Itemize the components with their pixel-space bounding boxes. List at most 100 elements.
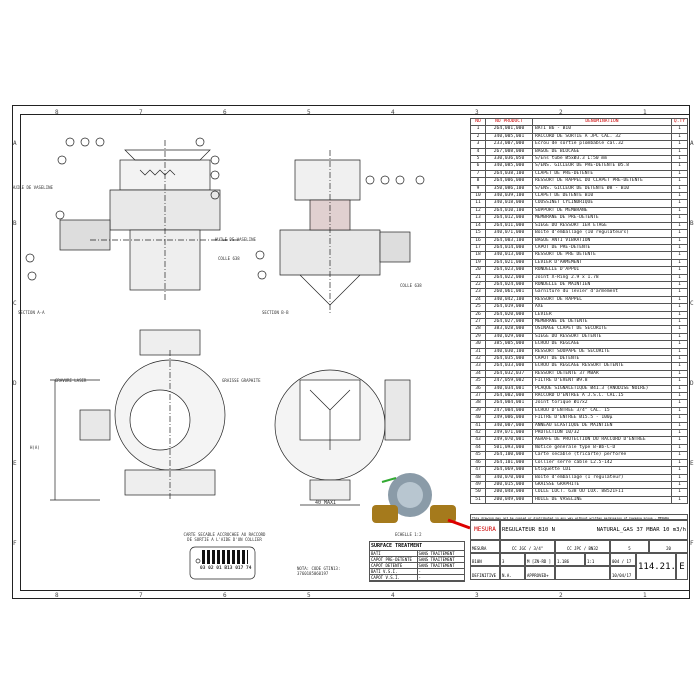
surface-treatment-title: SURFACE TREATMENT bbox=[370, 542, 464, 551]
section-b-b-view bbox=[255, 150, 425, 315]
part-number: 23 bbox=[470, 288, 486, 297]
denomination: BAGUE DE BLOCAGE bbox=[532, 147, 672, 157]
part-number: 11 bbox=[470, 199, 486, 208]
part-number: 6 bbox=[470, 162, 486, 171]
quantity: 1 bbox=[670, 399, 689, 408]
grid-column-label: 5 bbox=[307, 109, 311, 116]
part-number: 17 bbox=[470, 243, 486, 253]
quantity: 1 bbox=[670, 310, 689, 319]
part-number: 40 bbox=[470, 414, 486, 423]
part-number: 37 bbox=[470, 392, 486, 401]
part-number: 50 bbox=[470, 488, 486, 497]
part-number: 31 bbox=[470, 347, 486, 357]
quantity: 1 bbox=[670, 354, 689, 364]
part-number: 27 bbox=[470, 317, 486, 327]
product-code: 200,049,000 bbox=[485, 495, 533, 505]
card-note: CARTE SECABLE ACCROCHEE AU RACCORD DE SO… bbox=[183, 532, 266, 542]
col-product: NO PRODUCT bbox=[485, 117, 533, 127]
quantity: 1 bbox=[670, 369, 689, 379]
ps: 20 bbox=[649, 540, 688, 553]
denomination: RESSORT DETENTE 37 MBAR bbox=[532, 369, 672, 379]
qty: 3 bbox=[500, 553, 525, 566]
quantity: 1 bbox=[670, 392, 689, 401]
quantity: 1 bbox=[670, 288, 689, 297]
quantity: 1 bbox=[670, 317, 689, 327]
denomination: RONDELLE DE MAINTIEN bbox=[532, 280, 672, 290]
quantity: 1 bbox=[670, 147, 689, 157]
part-number: 48 bbox=[470, 473, 486, 482]
quantity: 1 bbox=[670, 458, 689, 468]
quantity: 1 bbox=[670, 140, 689, 149]
denomination: FILTRE D'EVENT Ø9.8 bbox=[532, 377, 672, 386]
product-code: 249,070,001 bbox=[485, 436, 533, 445]
gas-spec: NATURAL_GAS 37 MBAR 10 m3/h bbox=[596, 527, 686, 533]
quantity: 1 bbox=[670, 332, 689, 342]
product-code: 264,069,000 bbox=[485, 466, 533, 475]
product-code: 264,035,000 bbox=[485, 354, 533, 364]
mesura-logo: MESURA bbox=[470, 520, 500, 540]
part-number: 38 bbox=[470, 399, 486, 408]
part-number: 28 bbox=[470, 325, 486, 334]
denomination: MEMBRANE DE PRE-DETENTE bbox=[532, 214, 672, 223]
denomination: RACCORD D'ENTREE A J.S.C. CAL.15 bbox=[532, 392, 672, 401]
product-code: 350,086,100 bbox=[485, 184, 533, 194]
grid-column-label: 7 bbox=[139, 592, 143, 599]
product-code: 330,036,050 bbox=[485, 155, 533, 164]
grid-column-label: 8 bbox=[55, 109, 59, 116]
signatures bbox=[555, 566, 610, 580]
denomination: LEVIER D'ARMEMENT bbox=[532, 258, 672, 268]
denomination: BATI B6 - B10 bbox=[532, 125, 672, 134]
part-number: 21 bbox=[470, 273, 486, 282]
treatment: SANS TRAITEMENT bbox=[416, 551, 465, 556]
part-number: 8 bbox=[470, 177, 486, 186]
product-code: 264,010,100 bbox=[485, 206, 533, 216]
quantity: 1 bbox=[670, 480, 689, 490]
part-number: 41 bbox=[470, 421, 486, 431]
quantity: 1 bbox=[670, 155, 689, 164]
quantity: 1 bbox=[670, 421, 689, 431]
product-code: 264,006,000 bbox=[485, 177, 533, 186]
denomination: ECROU DE REGLAGE RESSORT DETENTE bbox=[532, 362, 672, 371]
denomination: Carte secable (tricarte) perforée bbox=[532, 451, 672, 460]
product-code: 383,028,000 bbox=[485, 325, 533, 334]
date: 10/04/17 bbox=[610, 566, 636, 580]
product-code: 264,100,000 bbox=[485, 451, 533, 460]
product-code: 264,001,000 bbox=[485, 125, 533, 134]
denomination: SIEGE DU RESSORT DETENTE bbox=[532, 332, 672, 342]
product-code: 264,023,000 bbox=[485, 266, 533, 275]
front-view bbox=[50, 329, 226, 501]
product-code: 233,007,000 bbox=[485, 140, 533, 149]
part-number: 18 bbox=[470, 251, 486, 260]
parts-header-row: NO NO PRODUCT DENOMINATION Q.TY bbox=[470, 117, 689, 127]
grid-column-label: 4 bbox=[391, 592, 395, 599]
denomination: SIEGE DU RESSORT 1ER ETAGE bbox=[532, 221, 672, 231]
denomination: CLAPET DE DETENTE B10 bbox=[532, 192, 672, 201]
label-gravure: GRAVURE LASER bbox=[55, 378, 87, 383]
grid-row-label: F bbox=[690, 540, 694, 547]
product-render bbox=[372, 473, 471, 530]
part-number: 15 bbox=[470, 229, 486, 238]
quantity: 1 bbox=[670, 229, 689, 238]
grid-column-label: 6 bbox=[223, 592, 227, 599]
denomination: RESSORT DE RAPPEL bbox=[532, 295, 672, 305]
